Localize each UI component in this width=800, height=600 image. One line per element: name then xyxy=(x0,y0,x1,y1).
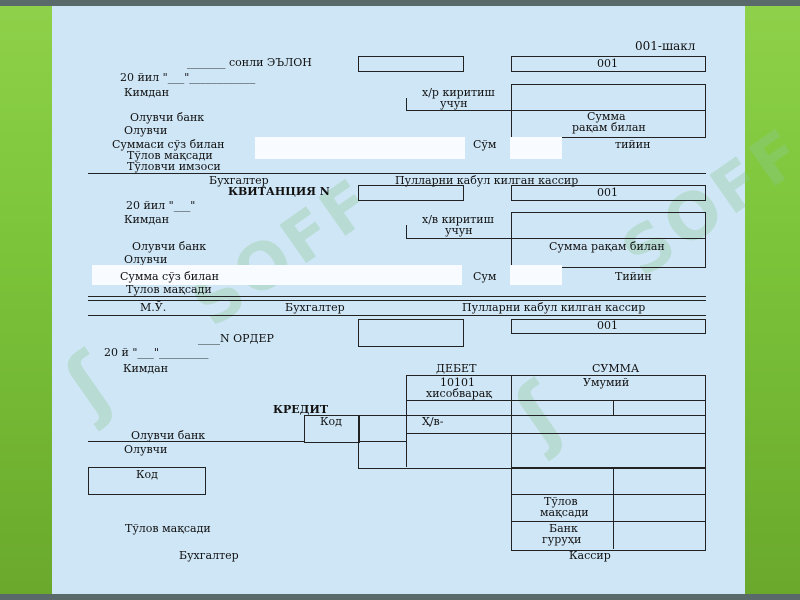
order-account-name: хисобварақ xyxy=(426,387,492,400)
order-payee-bank-label: Олувчи банк xyxy=(131,429,206,442)
notice-signature-label: Тўловчи имзоси xyxy=(127,160,221,173)
order-purpose-cell-label: Тўлов xyxy=(544,495,578,508)
divider xyxy=(358,441,407,442)
divider xyxy=(511,415,512,467)
divider xyxy=(406,98,407,110)
receipt-currency: Сум xyxy=(473,270,497,283)
order-number-field[interactable] xyxy=(358,319,464,347)
notice-amount-label: Сумма xyxy=(587,110,626,123)
receipt-payee-label: Олувчи xyxy=(124,253,168,266)
divider xyxy=(406,400,705,401)
notice-payee-label: Олувчи xyxy=(124,124,168,137)
notice-cashier-label: Пулларни кабул килган кассир xyxy=(395,174,579,187)
notice-number-field[interactable] xyxy=(358,56,464,72)
notice-account-label: х/р киритиш xyxy=(422,86,495,99)
order-account-label: Ҳ/в- xyxy=(422,415,444,428)
divider xyxy=(88,173,706,174)
divider xyxy=(88,296,706,297)
receipt-tiyin: Тийин xyxy=(615,270,652,283)
divider xyxy=(88,441,304,442)
notice-number: 001 xyxy=(597,57,618,70)
order-total-label: Умумий xyxy=(583,376,630,389)
payment-form-sheet: SOFF ʃ ʃ SOFF 001-шакл _______ сонли ЭЪЛ… xyxy=(49,6,800,594)
notice-code-field[interactable] xyxy=(511,56,706,72)
order-bank-group-label-2: гуруҳи xyxy=(542,533,582,546)
divider xyxy=(511,110,705,111)
divider xyxy=(406,238,511,239)
order-purpose-cell-label-2: мақсади xyxy=(540,506,589,519)
order-account-no: 10101 xyxy=(440,376,475,389)
order-debit-table xyxy=(406,375,706,434)
receipt-number-field[interactable] xyxy=(358,185,464,201)
notice-purpose-label: Тўлов мақсади xyxy=(127,149,213,162)
order-accountant-label: Бухгалтер xyxy=(179,549,239,562)
divider xyxy=(511,375,512,432)
notice-tiyin: тийин xyxy=(615,138,651,151)
form-code: 001-шакл xyxy=(635,39,696,53)
top-border xyxy=(0,0,800,6)
order-code-label: Код xyxy=(320,415,342,428)
receipt-date: 20 йил "___" xyxy=(126,199,196,212)
receipt-code-field[interactable] xyxy=(511,185,706,201)
divider xyxy=(511,238,705,239)
receipt-account-label: х/в киритиш xyxy=(422,213,494,226)
notice-currency: Сўм xyxy=(473,138,497,151)
notice-account-field[interactable] xyxy=(511,84,706,138)
divider xyxy=(406,225,407,238)
order-credit-label: КРЕДИТ xyxy=(273,403,329,416)
divider xyxy=(613,467,614,549)
order-title: ____N ОРДЕР xyxy=(198,332,274,345)
receipt-amount-digits-label: Сумма рақам билан xyxy=(549,240,665,253)
order-purpose-label: Тўлов мақсади xyxy=(125,522,211,535)
order-code2-label: Код xyxy=(136,468,158,481)
divider xyxy=(511,494,705,495)
notice-amount-words-field[interactable] xyxy=(255,137,465,159)
order-sum-label: СУММА xyxy=(592,362,640,375)
divider xyxy=(88,300,706,301)
receipt-amount-words-label: Сумма сўз билан xyxy=(120,270,220,283)
order-debit-label: ДЕБЕТ xyxy=(436,362,477,375)
notice-account-label-2: учун xyxy=(440,97,468,110)
receipt-cashier-label: Пулларни кабул килган кассир xyxy=(462,301,646,314)
receipt-account-field[interactable] xyxy=(511,212,706,268)
receipt-stamp-label: М.Ў. xyxy=(140,301,167,314)
order-payee-label: Олувчи xyxy=(124,443,168,456)
receipt-purpose-label: Тулов мақсади xyxy=(126,283,212,296)
order-date: 20 й "___"_________ xyxy=(104,346,209,359)
divider xyxy=(88,315,706,316)
notice-accountant-label: Бухгалтер xyxy=(209,174,269,187)
divider xyxy=(406,110,511,111)
bottom-border xyxy=(0,594,800,600)
notice-amount-label-2: рақам билан xyxy=(572,121,646,134)
divider xyxy=(511,521,705,522)
receipt-from-label: Кимдан xyxy=(124,213,170,226)
order-bank-group-label: Банк xyxy=(549,522,578,535)
receipt-account-label-2: учун xyxy=(445,224,473,237)
receipt-number: 001 xyxy=(597,186,618,199)
notice-sum-field[interactable] xyxy=(510,137,562,159)
order-number: 001 xyxy=(597,319,618,332)
receipt-payee-bank-label: Олувчи банк xyxy=(132,240,207,253)
notice-date: 20 йил "___"____________ xyxy=(120,71,256,84)
receipt-accountant-label: Бухгалтер xyxy=(285,301,345,314)
notice-amount-words-label: Суммаси сўз билан xyxy=(112,138,225,151)
receipt-amount-words-field[interactable] xyxy=(92,265,462,285)
receipt-title: КВИТАНЦИЯ N xyxy=(228,185,330,198)
order-credit-table xyxy=(358,415,706,469)
notice-payee-bank-label: Олувчи банк xyxy=(130,111,205,124)
order-code2-box[interactable] xyxy=(88,467,206,495)
divider xyxy=(406,415,407,467)
order-code-field[interactable] xyxy=(511,319,706,334)
notice-from-label: Кимдан xyxy=(124,86,170,99)
receipt-sum-field[interactable] xyxy=(510,265,562,285)
notice-title: _______ сонли ЭЪЛОН xyxy=(187,56,312,69)
order-from-label: Кимдан xyxy=(123,362,169,375)
order-bottom-table xyxy=(511,467,706,551)
order-code-box[interactable] xyxy=(304,415,360,443)
divider xyxy=(613,400,614,416)
order-cashier-label: Кассир xyxy=(569,549,611,562)
